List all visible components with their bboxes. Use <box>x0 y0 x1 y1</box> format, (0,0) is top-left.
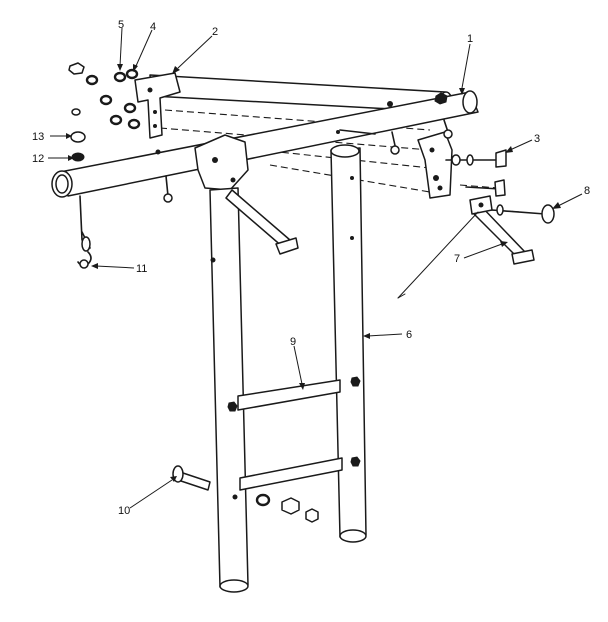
hook-assembly-right <box>390 119 453 155</box>
callout-5: 5 <box>118 19 124 31</box>
bolt-center <box>339 129 376 135</box>
nuts-and-washers-left <box>68 62 141 162</box>
cross-bar <box>51 90 479 198</box>
callout-11: 11 <box>136 263 147 275</box>
bolt-3-upper <box>445 149 507 168</box>
right-bracket <box>417 131 453 199</box>
bolt-10 <box>172 465 211 491</box>
left-bracket <box>134 72 181 139</box>
callout-labels: 1 2 3 4 5 6 7 8 9 10 11 12 13 <box>32 19 590 517</box>
alignment-line <box>397 211 479 299</box>
bolt-8 <box>491 204 555 224</box>
callout-4: 4 <box>150 21 156 33</box>
callout-9: 9 <box>290 336 296 348</box>
ladder-rungs <box>237 379 343 491</box>
callout-7: 7 <box>454 253 460 265</box>
callout-arrows <box>48 27 583 509</box>
right-brace <box>469 195 535 265</box>
callout-6: 6 <box>406 329 412 341</box>
left-brace <box>225 189 299 255</box>
callout-13: 13 <box>32 131 44 143</box>
bolt-3-lower <box>465 179 506 197</box>
callout-2: 2 <box>212 26 218 38</box>
callout-12: 12 <box>32 153 44 165</box>
callout-1: 1 <box>467 33 473 45</box>
callout-3: 3 <box>534 133 540 145</box>
right-leg <box>330 144 367 543</box>
hook-assembly-center <box>163 175 173 203</box>
left-leg <box>209 187 249 593</box>
center-joint <box>194 134 249 191</box>
nuts-lower <box>255 493 319 523</box>
callout-8: 8 <box>584 185 590 197</box>
callout-10: 10 <box>118 505 130 517</box>
hook-assembly-left <box>77 195 92 269</box>
